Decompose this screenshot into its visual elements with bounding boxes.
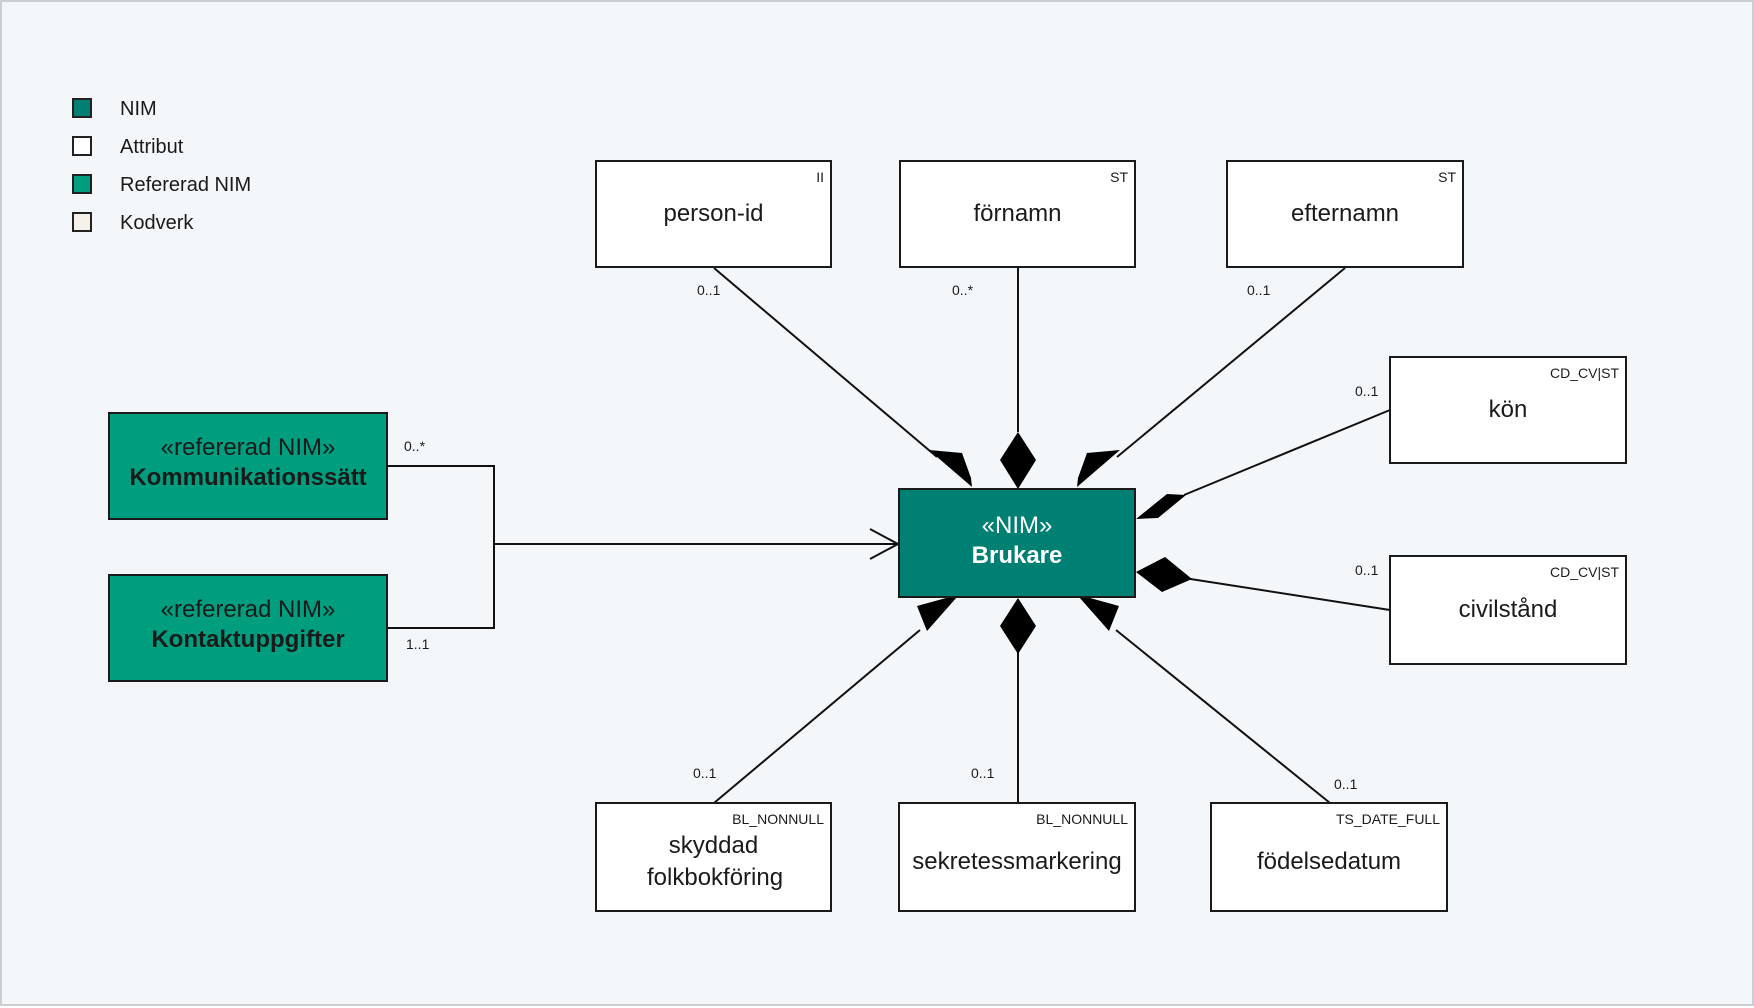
attribute-skyddad-folkbokforing[interactable]: BL_NONNULL skyddad folkbokföring	[595, 802, 832, 912]
legend-label: Kodverk	[120, 212, 194, 234]
multiplicity-fornamn: 0..*	[952, 282, 974, 298]
diamond-kon	[1136, 494, 1186, 519]
multiplicity-kontaktuppgifter: 1..1	[406, 636, 430, 652]
class-name: Brukare	[971, 542, 1063, 569]
multiplicity-skyddad-folkbokforing: 0..1	[693, 765, 717, 781]
diamond-person-id	[929, 450, 972, 487]
diamond-fornamn	[1000, 432, 1036, 489]
attribute-name: civilstånd	[1458, 596, 1558, 623]
line-civilstand	[1183, 577, 1391, 611]
class-name: Kommunikationssätt	[129, 464, 367, 491]
diamond-sekretess	[1000, 598, 1036, 654]
multiplicity-person-id: 0..1	[697, 282, 721, 298]
line-kon	[1183, 409, 1391, 496]
multiplicity-sekretessmarkering: 0..1	[971, 765, 995, 781]
attribute-name: födelsedatum	[1256, 848, 1402, 876]
datatype-label: ST	[1438, 169, 1456, 185]
diamond-efternamn	[1077, 450, 1120, 487]
line-kommunikationssatt	[388, 465, 495, 544]
datatype-label: TS_DATE_FULL	[1336, 811, 1440, 827]
legend-swatch-refererad-nim	[72, 174, 92, 194]
line-efternamn	[1116, 267, 1346, 458]
legend-label: Attribut	[120, 136, 184, 158]
attribute-name: kön	[1488, 396, 1528, 423]
line-kontaktuppgifter	[388, 544, 495, 629]
multiplicity-kon: 0..1	[1355, 383, 1379, 399]
attribute-kon[interactable]: CD_CV|ST kön	[1389, 356, 1627, 464]
datatype-label: ST	[1110, 169, 1128, 185]
datatype-label: BL_NONNULL	[732, 811, 824, 827]
diamond-skyddad	[917, 597, 957, 631]
class-kontaktuppgifter[interactable]: «refererad NIM» Kontaktuppgifter	[108, 574, 388, 682]
stereotype-label: «NIM»	[981, 512, 1053, 539]
datatype-label: BL_NONNULL	[1036, 811, 1128, 827]
line-person-id	[713, 267, 938, 458]
legend-swatch-nim	[72, 98, 92, 118]
attribute-efternamn[interactable]: ST efternamn	[1226, 160, 1464, 268]
legend-label: NIM	[120, 98, 157, 120]
attribute-name: efternamn	[1290, 200, 1400, 227]
legend-swatch-attribut	[72, 136, 92, 156]
attribute-name: person-id	[663, 200, 764, 227]
attribute-fodelsedatum[interactable]: TS_DATE_FULL födelsedatum	[1210, 802, 1448, 912]
multiplicity-fodelsedatum: 0..1	[1334, 776, 1358, 792]
diamond-fodelsedatum	[1079, 597, 1119, 631]
class-name: Kontaktuppgifter	[151, 626, 345, 653]
multiplicity-efternamn: 0..1	[1247, 282, 1271, 298]
stereotype-label: «refererad NIM»	[160, 596, 336, 623]
datatype-label: CD_CV|ST	[1550, 564, 1619, 580]
class-brukare[interactable]: «NIM» Brukare	[898, 488, 1136, 598]
attribute-name: skyddad folkbokföring	[647, 832, 784, 892]
datatype-label: II	[816, 169, 824, 185]
legend-swatch-kodverk	[72, 212, 92, 232]
legend-label: Refererad NIM	[120, 174, 252, 196]
diamond-civilstand	[1136, 557, 1192, 592]
attribute-civilstand[interactable]: CD_CV|ST civilstånd	[1389, 555, 1627, 665]
attribute-sekretessmarkering[interactable]: BL_NONNULL sekretessmarkering	[898, 802, 1136, 912]
attribute-name: sekretessmarkering	[912, 848, 1122, 876]
multiplicity-kommunikationssatt: 0..*	[404, 438, 426, 454]
class-kommunikationssatt[interactable]: «refererad NIM» Kommunikationssätt	[108, 412, 388, 520]
attribute-fornamn[interactable]: ST förnamn	[899, 160, 1136, 268]
attribute-person-id[interactable]: II person-id	[595, 160, 832, 268]
datatype-label: CD_CV|ST	[1550, 365, 1619, 381]
line-skyddad	[713, 629, 921, 804]
line-fodelsedatum	[1115, 629, 1331, 804]
stereotype-label: «refererad NIM»	[160, 434, 336, 461]
attribute-name: förnamn	[973, 200, 1062, 227]
multiplicity-civilstand: 0..1	[1355, 562, 1379, 578]
